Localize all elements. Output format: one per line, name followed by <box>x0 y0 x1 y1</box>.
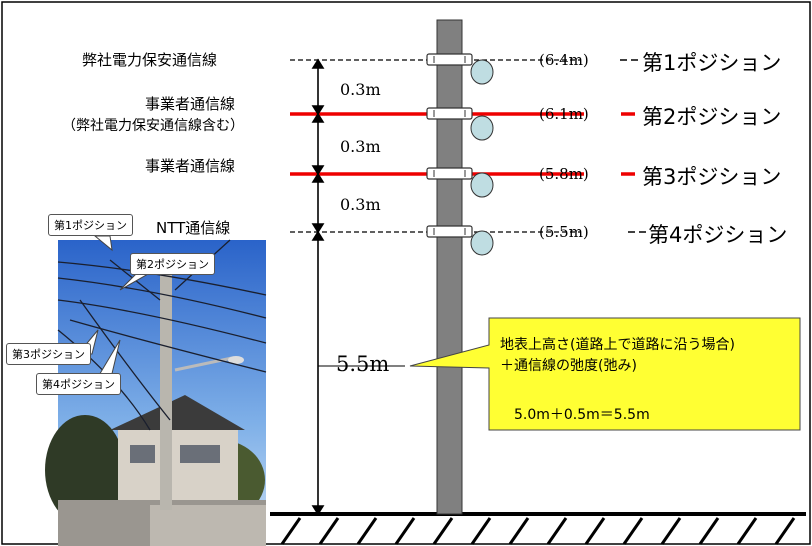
label-position-2-sub: （弊社電力保安通信線含む） <box>62 118 244 134</box>
label-position-4: NTT通信線 <box>156 219 231 237</box>
tag-position-3: 第3ポジション <box>642 165 782 189</box>
photo-bubble-2: 第2ポジション <box>130 253 215 275</box>
pole-clamps <box>426 53 473 238</box>
dimension-arrows <box>311 58 325 516</box>
callout-line-1: 地表上高さ(道路上で道路に沿う場合) <box>500 337 735 353</box>
tag-dashes <box>620 59 646 233</box>
ground <box>270 512 806 545</box>
callout-line-2: ＋通信線の弛度(弛み) <box>500 358 637 374</box>
label-position-3: 事業者通信線 <box>145 157 236 175</box>
tag-position-4: 第4ポジション <box>648 223 788 247</box>
height-position-4: (5.5m) <box>539 223 589 241</box>
photo-bubble-4: 第4ポジション <box>36 373 121 395</box>
label-position-1: 弊社電力保安通信線 <box>82 51 218 69</box>
spacing-label-3: 0.3m <box>340 195 381 214</box>
photo-bubble-3: 第3ポジション <box>6 343 91 365</box>
insulators <box>470 59 494 256</box>
callout-box <box>409 317 801 431</box>
utility-pole <box>436 19 463 515</box>
tag-position-2: 第2ポジション <box>642 105 782 129</box>
height-position-3: (5.8m) <box>539 165 589 183</box>
height-position-1: (6.4m) <box>539 51 589 69</box>
street-photo <box>45 235 267 546</box>
spacing-label-1: 0.3m <box>340 80 381 99</box>
photo-bubble-1: 第1ポジション <box>48 214 133 236</box>
spacing-label-2: 0.3m <box>340 137 381 156</box>
callout-line-3: 5.0m＋0.5m＝5.5m <box>514 407 650 423</box>
label-position-2: 事業者通信線 <box>145 95 236 113</box>
ground-height-label: 5.5m <box>336 352 390 376</box>
height-position-2: (6.1m) <box>539 105 589 123</box>
tag-red-dashes <box>621 112 635 176</box>
tag-position-1: 第1ポジション <box>642 51 782 75</box>
